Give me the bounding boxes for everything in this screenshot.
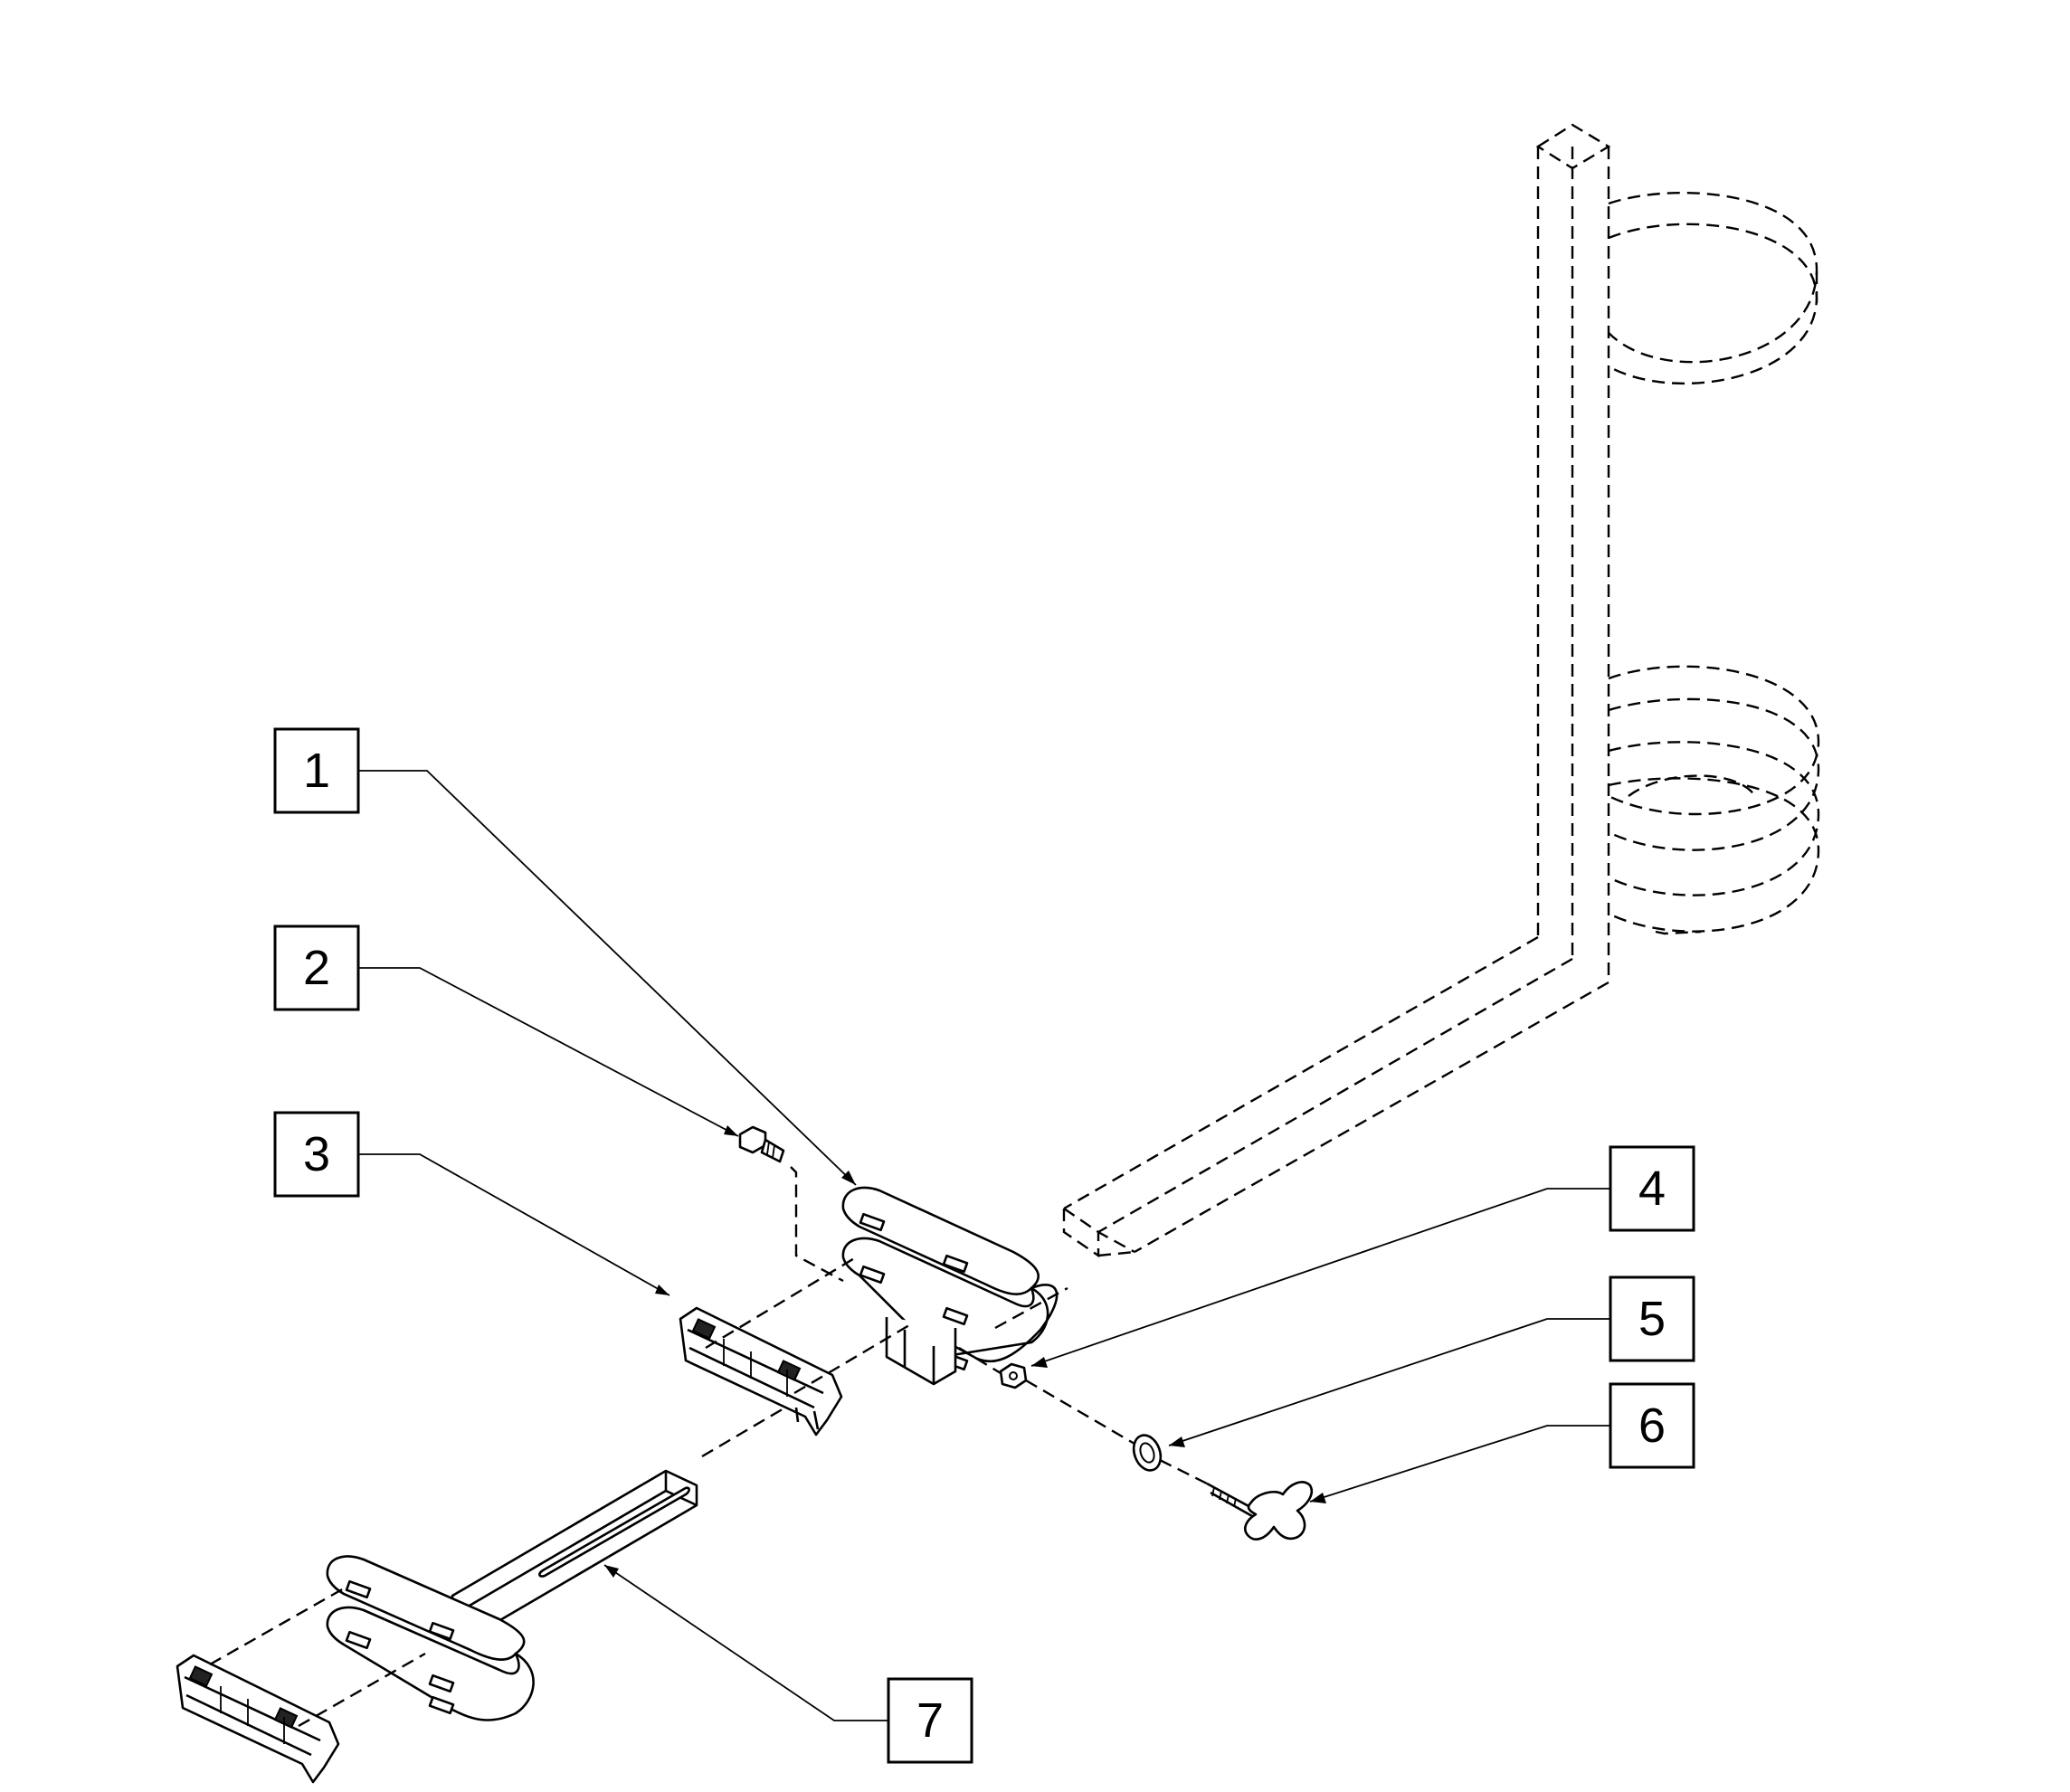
callout-5-label: 5 (1638, 1292, 1666, 1346)
star-washer (1132, 1434, 1163, 1472)
callout-2-label: 2 (303, 941, 330, 995)
callout-1: 1 (273, 727, 360, 814)
extension-bracket (326, 1469, 698, 1721)
leader-lines (358, 770, 1610, 1721)
hex-nut (999, 1362, 1028, 1389)
mounting-clamp (841, 1186, 1059, 1386)
callout-6: 6 (1609, 1382, 1695, 1469)
callout-4-label: 4 (1638, 1161, 1666, 1216)
callout-6-label: 6 (1638, 1399, 1666, 1453)
lower-rail-clamp (176, 1654, 340, 1784)
assembly-paths (209, 1166, 1208, 1728)
knob (1206, 1481, 1314, 1541)
rail-clamp (679, 1306, 843, 1436)
callout-7: 7 (887, 1677, 973, 1764)
callout-2: 2 (273, 924, 360, 1011)
callout-3: 3 (273, 1111, 360, 1198)
callout-5: 5 (1609, 1275, 1695, 1362)
phantom-holder (1062, 123, 1820, 1258)
callout-7-label: 7 (916, 1693, 944, 1748)
screw (738, 1125, 785, 1163)
callout-1-label: 1 (303, 744, 330, 798)
callout-4: 4 (1609, 1145, 1695, 1232)
callout-3-label: 3 (303, 1127, 330, 1181)
